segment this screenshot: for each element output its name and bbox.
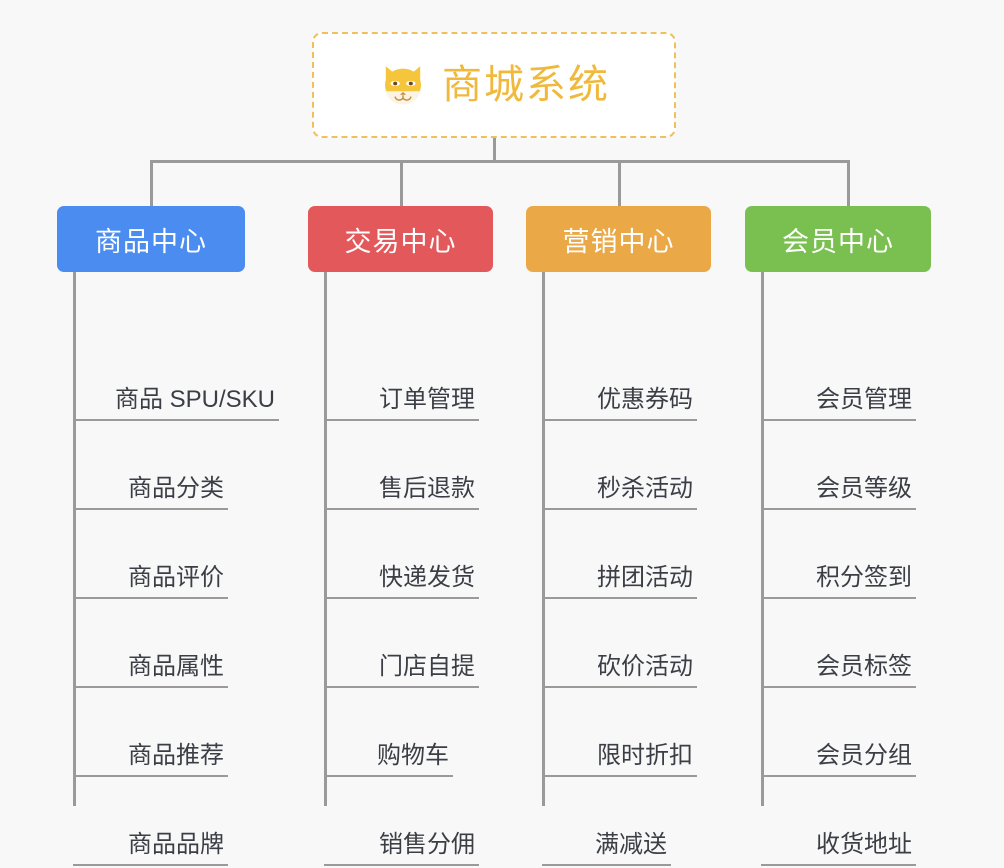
leaf-item[interactable]: 商品分类 [73,421,228,510]
horizontal-bus-connector [150,160,850,163]
leaf-item[interactable]: 积分签到 [761,510,916,599]
leaf-label: 秒杀活动 [597,474,693,502]
category-header-4[interactable]: 会员中心 [745,206,931,272]
leaf-item[interactable]: 商品推荐 [73,688,228,777]
leaf-label: 优惠券码 [597,385,693,413]
leaf-label: 售后退款 [379,474,475,502]
leaf-item[interactable]: 砍价活动 [542,599,697,688]
root-node[interactable]: 商城系统 [312,32,676,138]
category-header-1[interactable]: 商品中心 [57,206,245,272]
leaf-label: 商品品牌 [128,830,224,858]
shiba-dog-icon [385,66,421,105]
leaf-item[interactable]: 会员等级 [761,421,916,510]
leaf-label: 商品推荐 [128,741,224,769]
root-stem-connector [493,138,496,162]
leaf-item[interactable]: 优惠券码 [542,332,697,421]
leaf-label: 收货地址 [816,830,912,858]
leaf-label: 销售分佣 [379,830,475,858]
leaf-label: 积分签到 [816,563,912,591]
drop-connector-2 [400,160,403,206]
leaf-label: 会员管理 [816,385,912,413]
leaf-label: 商品属性 [128,652,224,680]
leaf-item[interactable]: 满减送 [542,777,671,866]
leaf-item[interactable]: 商品评价 [73,510,228,599]
category-column-1: 商品中心 商品 SPU/SKU 商品分类 商品评价 商品属性 商品推荐 商品品牌 [57,206,279,868]
leaf-item[interactable]: 商品属性 [73,599,228,688]
leaf-item[interactable]: 购物车 [324,688,453,777]
drop-connector-3 [618,160,621,206]
branch-2: 订单管理 售后退款 快递发货 门店自提 购物车 销售分佣 [308,272,493,868]
mindmap-canvas: 商城系统 商品中心 商品 SPU/SKU 商品分类 商品评价 商品属性 商 [57,32,931,866]
leaf-item[interactable]: 收货地址 [761,777,916,866]
category-header-4-label: 会员中心 [782,226,894,257]
leaf-label: 会员等级 [816,474,912,502]
root-title: 商城系统 [442,63,610,107]
leaf-item[interactable]: 订单管理 [324,332,479,421]
leaf-item[interactable]: 会员标签 [761,599,916,688]
leaf-item[interactable]: 秒杀活动 [542,421,697,510]
leaf-item[interactable]: 门店自提 [324,599,479,688]
leaf-item[interactable]: 限时折扣 [542,688,697,777]
leaf-item[interactable]: 商品 SPU/SKU [73,332,279,421]
leaf-label: 会员标签 [816,652,912,680]
leaf-item[interactable]: 快递发货 [324,510,479,599]
leaf-label: 订单管理 [379,385,475,413]
category-header-3[interactable]: 营销中心 [526,206,711,272]
branch-3: 优惠券码 秒杀活动 拼团活动 砍价活动 限时折扣 满减送 [526,272,711,868]
branch-1: 商品 SPU/SKU 商品分类 商品评价 商品属性 商品推荐 商品品牌 [57,272,279,868]
leaf-label: 商品评价 [128,563,224,591]
leaf-item[interactable]: 售后退款 [324,421,479,510]
branch-spine-2 [324,272,327,806]
leaf-label: 拼团活动 [597,563,693,591]
leaf-label: 快递发货 [379,563,475,591]
leaf-label: 限时折扣 [597,741,693,769]
category-column-3: 营销中心 优惠券码 秒杀活动 拼团活动 砍价活动 限时折扣 满减送 [526,206,711,868]
leaf-label: 门店自提 [379,652,475,680]
category-column-4: 会员中心 会员管理 会员等级 积分签到 会员标签 会员分组 收货地址 [745,206,931,868]
leaf-item[interactable]: 拼团活动 [542,510,697,599]
drop-connector-4 [847,160,850,206]
leaf-label: 满减送 [595,830,667,858]
leaf-label: 商品分类 [128,474,224,502]
leaf-item[interactable]: 会员分组 [761,688,916,777]
leaf-item[interactable]: 商品品牌 [73,777,228,866]
category-column-2: 交易中心 订单管理 售后退款 快递发货 门店自提 购物车 销售分佣 [308,206,493,868]
leaf-label: 砍价活动 [597,652,693,680]
leaf-item[interactable]: 会员管理 [761,332,916,421]
leaf-label: 购物车 [377,741,449,769]
category-header-1-label: 商品中心 [95,226,207,257]
leaf-label: 商品 SPU/SKU [114,385,275,413]
leaf-item[interactable]: 销售分佣 [324,777,479,866]
drop-connector-1 [150,160,153,206]
leaf-label: 会员分组 [816,741,912,769]
category-header-2[interactable]: 交易中心 [308,206,493,272]
branch-spine-1 [73,272,76,806]
branch-spine-4 [761,272,764,806]
category-header-2-label: 交易中心 [344,226,457,257]
category-header-3-label: 营销中心 [562,226,675,257]
branch-4: 会员管理 会员等级 积分签到 会员标签 会员分组 收货地址 [745,272,931,868]
branch-spine-3 [542,272,545,806]
